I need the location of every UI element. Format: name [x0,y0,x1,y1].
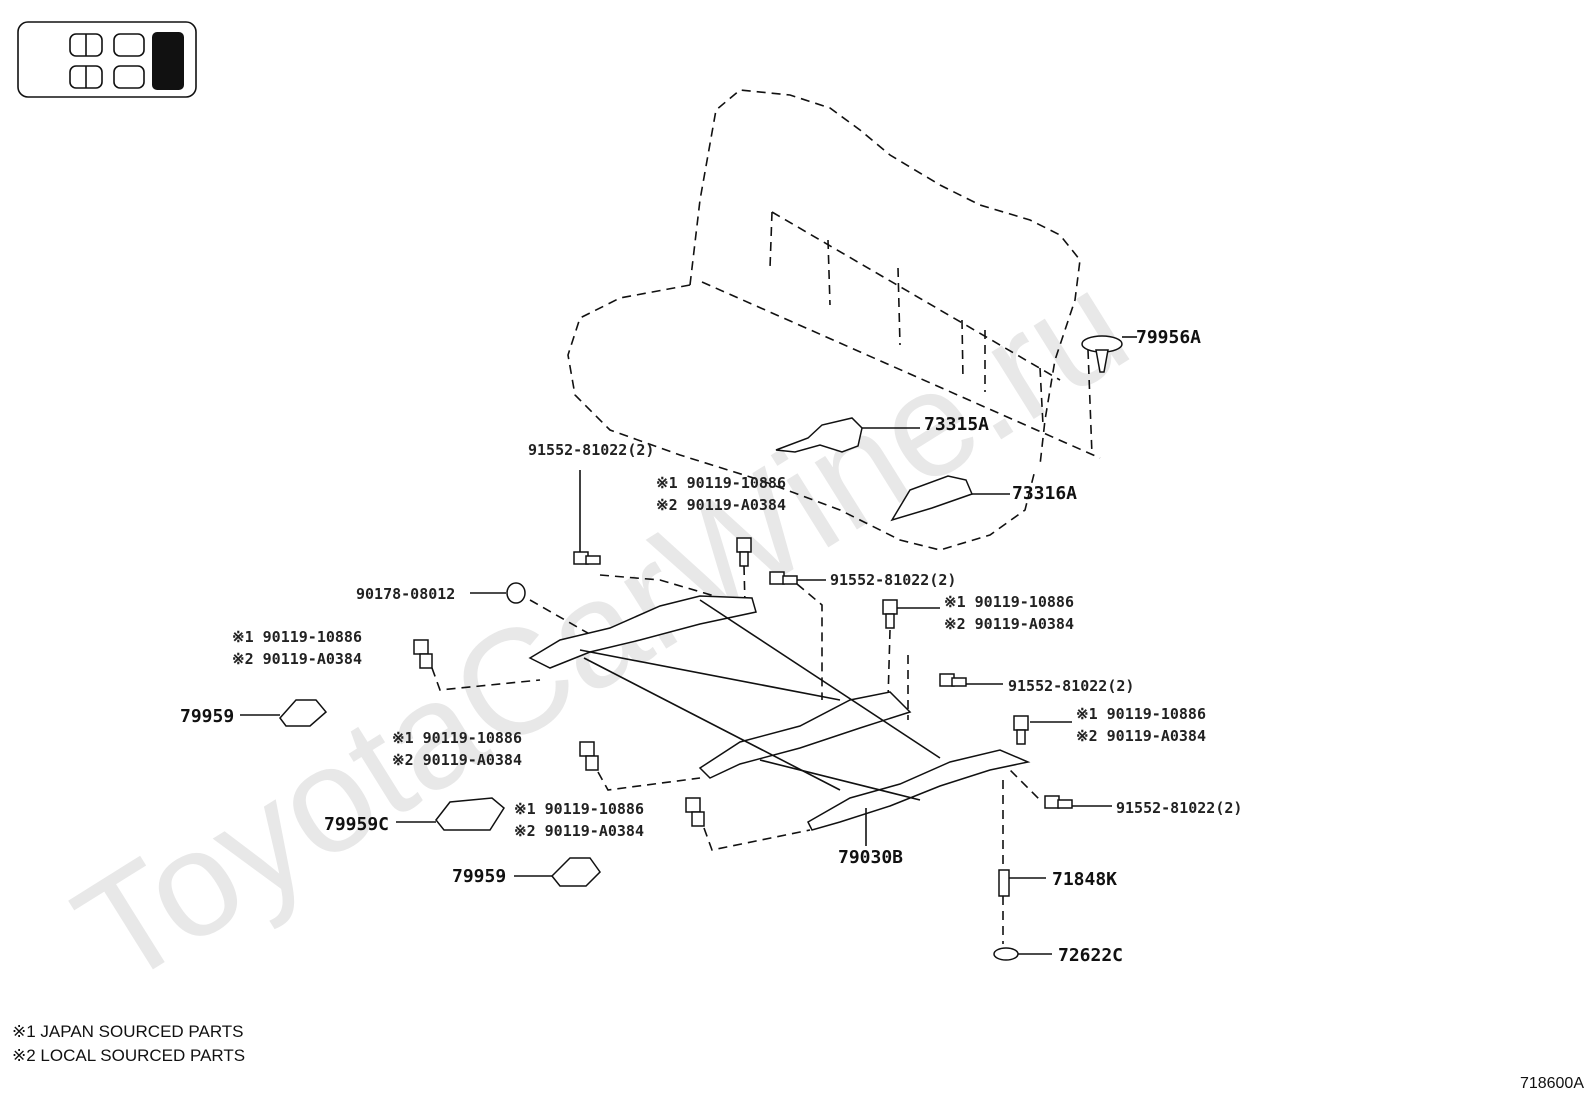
label-90119-mid-left-1: ※1 90119-10886 [392,729,522,747]
label-91552-c: 91552-81022(2) [1008,677,1134,695]
bolt-90119-left [413,639,541,691]
seat-cushion-outline [567,89,1101,551]
label-90119-far-right-1: ※1 90119-10886 [1076,705,1206,723]
label-90119-bottom-left-2: ※2 90119-A0384 [514,822,644,840]
label-90119-left-2: ※2 90119-A0384 [232,650,362,668]
bolt-90119-right [882,599,940,701]
clip-79956a [1081,335,1137,373]
label-90119-top-2: ※2 90119-A0384 [656,496,786,514]
cap-79959c [396,797,505,831]
bolt-91552-b [769,571,826,700]
screw-71848k [998,780,1046,944]
label-90119-top-1: ※1 90119-10886 [656,474,786,492]
seat-frame-79030b [528,595,1031,846]
label-79959c: 79959C [324,814,389,835]
label-79956a: 79956A [1136,327,1201,348]
label-90119-left-1: ※1 90119-10886 [232,628,362,646]
label-91552-a: 91552-81022(2) [528,441,654,459]
label-90119-right-2: ※2 90119-A0384 [944,615,1074,633]
pad-73316a [890,475,1010,522]
note-local-sourced: ※2 LOCAL SOURCED PARTS [12,1046,246,1065]
bolt-91552-a [573,470,746,606]
note-japan-sourced: ※1 JAPAN SOURCED PARTS [12,1022,244,1041]
label-79959-b: 79959 [452,866,506,887]
bolt-91552-d [999,759,1112,809]
label-90119-bottom-left-1: ※1 90119-10886 [514,800,644,818]
label-79030b: 79030B [838,847,903,868]
label-90119-right-1: ※1 90119-10886 [944,593,1074,611]
bolt-90119-mid-left [579,741,701,791]
label-73315a: 73315A [924,414,989,435]
vehicle-seat-position-icon [17,21,197,98]
bolt-90119-bottom-left [685,797,811,851]
label-72622c: 72622C [1058,945,1123,966]
label-73316a: 73316A [1012,483,1077,504]
label-79959-a: 79959 [180,706,234,727]
diagram-code: 718600A [1519,1075,1584,1092]
label-91552-b: 91552-81022(2) [830,571,956,589]
label-90119-mid-left-2: ※2 90119-A0384 [392,751,522,769]
bracket-73315a [775,417,920,453]
label-90178: 90178-08012 [356,585,455,603]
bolt-91552-c [907,655,1003,720]
nut-72622c [993,947,1052,961]
cap-79959-b [514,857,601,887]
label-71848k: 71848K [1052,869,1117,890]
bolt-90119-far-right [1013,715,1072,745]
label-91552-d: 91552-81022(2) [1116,799,1242,817]
label-90119-far-right-2: ※2 90119-A0384 [1076,727,1206,745]
cap-79959-a [240,699,328,727]
